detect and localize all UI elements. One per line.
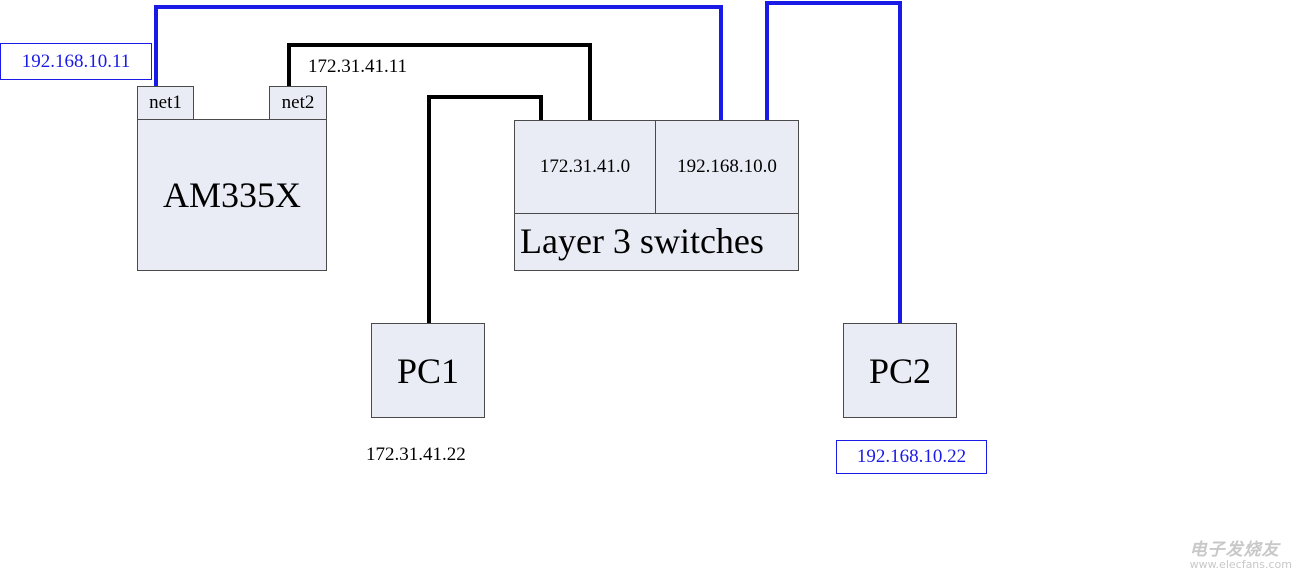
watermark-logo-text: 电子发烧友 — [1189, 540, 1280, 560]
net1-label: net1 — [149, 92, 182, 113]
black-link-net2-to-switch — [287, 43, 592, 122]
blue-link-net1-to-switch — [154, 5, 723, 122]
net2-port: net2 — [269, 86, 327, 120]
black-link-pc1-to-switch — [427, 95, 543, 324]
subnet-192-label: 192.168.10.0 — [677, 156, 777, 177]
subnet-172-label: 172.31.41.0 — [539, 156, 631, 177]
net2-label: net2 — [281, 92, 315, 113]
watermark-url: www.elecfans.com — [1189, 558, 1292, 571]
switch-subnet-left: 172.31.41.0 — [514, 120, 656, 214]
am335x-label: AM335X — [162, 175, 301, 215]
pc2-box: PC2 — [843, 323, 957, 418]
pc2-label: PC2 — [868, 350, 932, 391]
am335x-box: AM335X — [137, 119, 327, 271]
switch-subnet-right: 192.168.10.0 — [655, 120, 799, 214]
net2-ip: 172.31.41.11 — [308, 56, 408, 77]
pc2-ip-box: 192.168.10.22 — [836, 440, 987, 474]
watermark: 电子发烧友 www.elecfans.com — [1190, 535, 1292, 571]
net1-port: net1 — [137, 86, 194, 120]
pc1-box: PC1 — [371, 323, 485, 418]
switch-label: Layer 3 switches — [520, 221, 764, 261]
pc1-label: PC1 — [396, 350, 460, 391]
net1-ip-box: 192.168.10.11 — [0, 43, 152, 80]
pc1-ip: 172.31.41.22 — [366, 444, 466, 465]
blue-link-switch-to-pc2 — [765, 1, 902, 324]
